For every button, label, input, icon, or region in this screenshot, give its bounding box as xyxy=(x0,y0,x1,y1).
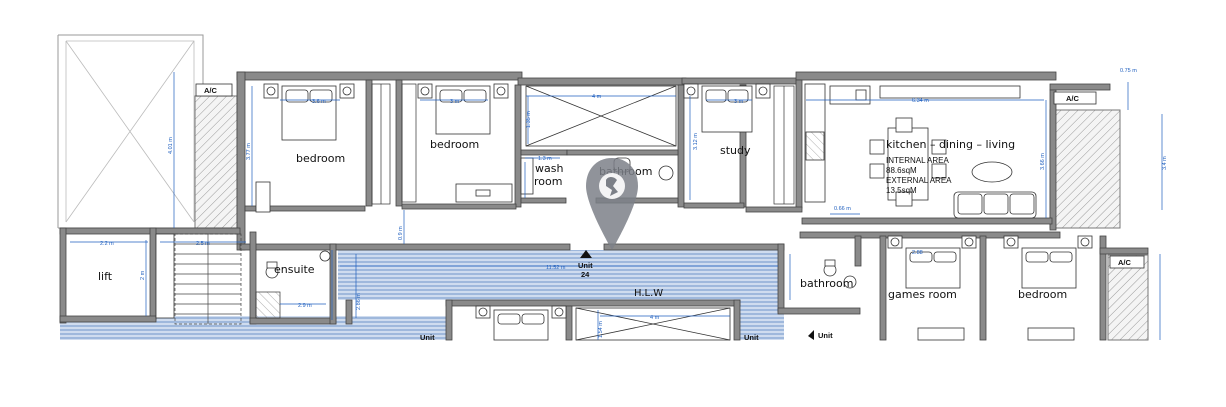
dim-22: 2.2 m xyxy=(100,241,114,247)
unit-label: Unit xyxy=(578,261,593,270)
unit-lower-3: Unit xyxy=(818,331,833,340)
bed-mid xyxy=(417,83,509,135)
walls xyxy=(59,71,1149,341)
external-area-label: EXTERNAL AREA xyxy=(886,176,952,185)
room-label-wash: wash xyxy=(535,162,563,175)
coffee-table xyxy=(971,161,1013,183)
dim-288: 2.88 xyxy=(912,250,923,256)
bed-lower-right xyxy=(1003,235,1093,341)
hlw-label: H.L.W xyxy=(634,288,663,299)
bed-games xyxy=(887,235,977,341)
dim-377: 3.77 m xyxy=(246,143,252,160)
room-label-bedroom-left: bedroom xyxy=(296,152,345,165)
dim-1152: 11.52 m xyxy=(546,265,566,271)
dim-34: 3.4 m xyxy=(1162,156,1168,170)
location-pin-icon[interactable] xyxy=(586,158,638,250)
dim-2m: 2 m xyxy=(140,270,146,280)
unit-lower-2: Unit xyxy=(744,333,759,342)
bed-left xyxy=(263,83,355,141)
corridor xyxy=(338,250,784,300)
dim-3m-study: 3 m xyxy=(734,99,744,105)
unit-arrow-icon xyxy=(580,250,592,258)
dim-4m-low: 4 m xyxy=(650,315,660,321)
room-label-kitchen: kitchen – dining – living xyxy=(886,138,1015,151)
internal-area-value: 88.6sqM xyxy=(886,166,917,175)
dim-366: 3.66 m xyxy=(1040,153,1046,170)
room-label-room: room xyxy=(534,175,562,188)
dining-table xyxy=(869,117,947,207)
sofa xyxy=(953,191,1037,219)
ac-label-left: A/C xyxy=(204,86,218,95)
dim-4m: 4 m xyxy=(592,94,602,100)
external-area-value: 13.5sqM xyxy=(886,186,917,195)
unit-lower-arrow-icon xyxy=(808,330,814,340)
fixtures xyxy=(265,157,857,289)
room-label-bedroom-lower: bedroom xyxy=(1018,288,1067,301)
bed-lower-mid xyxy=(475,305,567,341)
room-label-lift: lift xyxy=(98,270,113,283)
dim-09: 0.9 m xyxy=(398,226,404,240)
internal-area-label: INTERNAL AREA xyxy=(886,156,949,165)
stair-box xyxy=(255,291,281,319)
lower-right-hatch xyxy=(1107,254,1149,341)
unit-lower-1: Unit xyxy=(420,333,435,342)
desk xyxy=(255,181,513,213)
wardrobes xyxy=(371,83,795,205)
corridor-lower-mid xyxy=(740,300,784,340)
dim-634: 6.34 m xyxy=(912,98,929,104)
dim-154: 1.54 m xyxy=(598,321,604,338)
dim-066: 0.66 m xyxy=(834,206,851,212)
room-label-bathroom-lower: bathroom xyxy=(800,277,853,290)
dim-36: 3.6 m xyxy=(312,99,326,105)
void-lower xyxy=(575,307,731,341)
dim-29: 2.9 m xyxy=(298,303,312,309)
kitchen-fixtures xyxy=(804,83,1021,203)
lift-shaft xyxy=(155,233,175,319)
dim-13: 1.3 m xyxy=(538,156,552,162)
room-label-ensuite: ensuite xyxy=(274,263,315,276)
bed-study xyxy=(683,83,771,133)
dim-135: 1.35 m xyxy=(526,111,532,128)
dim-25: 2.5 m xyxy=(196,241,210,247)
dimension-lines xyxy=(70,72,1163,340)
dim-312: 3.12 m xyxy=(693,133,699,150)
dim-286: 2.86 m xyxy=(356,293,362,310)
left-duct-hatch xyxy=(194,95,238,229)
ac-label-right: A/C xyxy=(1066,94,1080,103)
dim-075: 0.75 m xyxy=(1120,68,1137,74)
dim-401: 4.01 m xyxy=(168,137,174,154)
staircase xyxy=(174,233,242,325)
ac-label-lower: A/C xyxy=(1118,258,1132,267)
ac-units xyxy=(195,83,1145,269)
room-label-bedroom-mid: bedroom xyxy=(430,138,479,151)
room-label-study: study xyxy=(720,144,751,157)
dim-3m: 3 m xyxy=(450,99,460,105)
unit-number: 24 xyxy=(581,270,590,279)
room-label-games-room: games room xyxy=(888,288,957,301)
right-terrace-hatch xyxy=(1049,109,1121,229)
